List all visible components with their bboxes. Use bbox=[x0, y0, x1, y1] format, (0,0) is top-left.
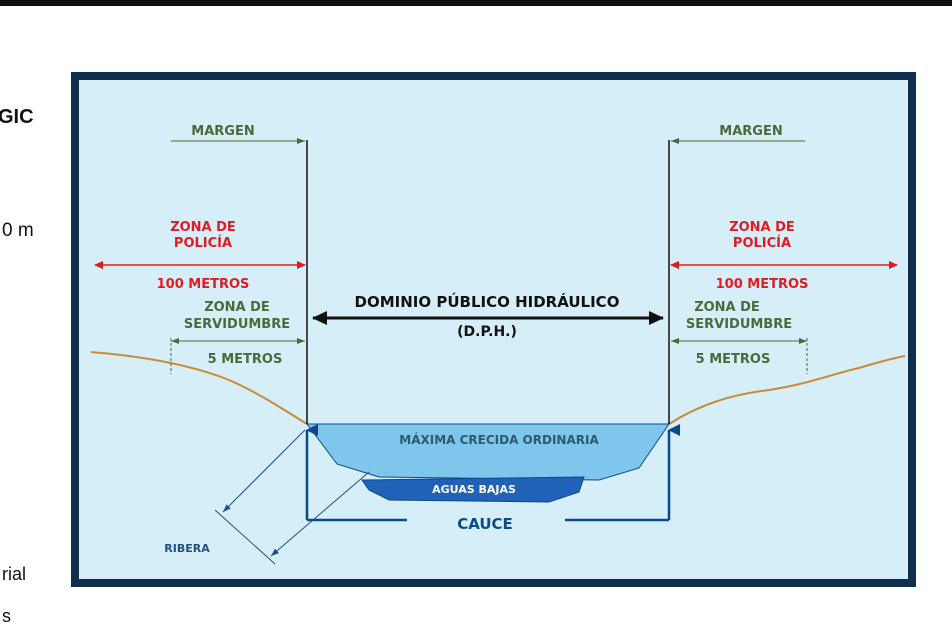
side-text-3: rial bbox=[2, 564, 27, 584]
ribera-label: RIBERA bbox=[164, 542, 210, 555]
servidumbre-right-line2: SERVIDUMBRE bbox=[686, 317, 792, 332]
policia-left-width: 100 METROS bbox=[157, 277, 250, 292]
policia-right-line1: ZONA DE bbox=[729, 220, 795, 235]
servidumbre-left-line2: SERVIDUMBRE bbox=[184, 317, 290, 332]
policia-right-line2: POLICÍA bbox=[733, 235, 791, 251]
dph-abbr: (D.P.H.) bbox=[457, 324, 517, 340]
left-bank-terrain bbox=[90, 351, 308, 425]
policia-left-line2: POLICÍA bbox=[174, 235, 232, 251]
dph-title: DOMINIO PÚBLICO HIDRÁULICO bbox=[355, 292, 620, 311]
right-bank-terrain bbox=[668, 355, 906, 425]
river-cross-section-diagram: MARGEN MARGEN ZONA DE POLICÍA 100 METROS… bbox=[79, 80, 908, 579]
servidumbre-left-width: 5 METROS bbox=[208, 352, 283, 367]
ribera-baseline bbox=[214, 509, 276, 565]
top-border-bar bbox=[0, 0, 952, 6]
margen-left-label: MARGEN bbox=[191, 124, 254, 139]
side-text-1: GIC bbox=[0, 106, 34, 128]
side-text-2: 0 m bbox=[2, 220, 34, 241]
servidumbre-left-line1: ZONA DE bbox=[204, 300, 270, 315]
ribera-arrow-upper bbox=[222, 429, 306, 513]
ribera-arrow-lower bbox=[270, 471, 370, 557]
side-text-4: s bbox=[2, 606, 11, 626]
maxima-crecida-label: MÁXIMA CRECIDA ORDINARIA bbox=[399, 432, 599, 447]
policia-right-width: 100 METROS bbox=[716, 277, 809, 292]
servidumbre-right-width: 5 METROS bbox=[696, 352, 771, 367]
margen-right-label: MARGEN bbox=[719, 124, 782, 139]
aguas-bajas-label: AGUAS BAJAS bbox=[432, 483, 516, 496]
servidumbre-right-line1: ZONA DE bbox=[694, 300, 760, 315]
cauce-label: CAUCE bbox=[457, 515, 513, 533]
diagram-frame: MARGEN MARGEN ZONA DE POLICÍA 100 METROS… bbox=[71, 72, 916, 587]
aguas-bajas-water bbox=[361, 476, 585, 503]
policia-left-line1: ZONA DE bbox=[170, 220, 236, 235]
